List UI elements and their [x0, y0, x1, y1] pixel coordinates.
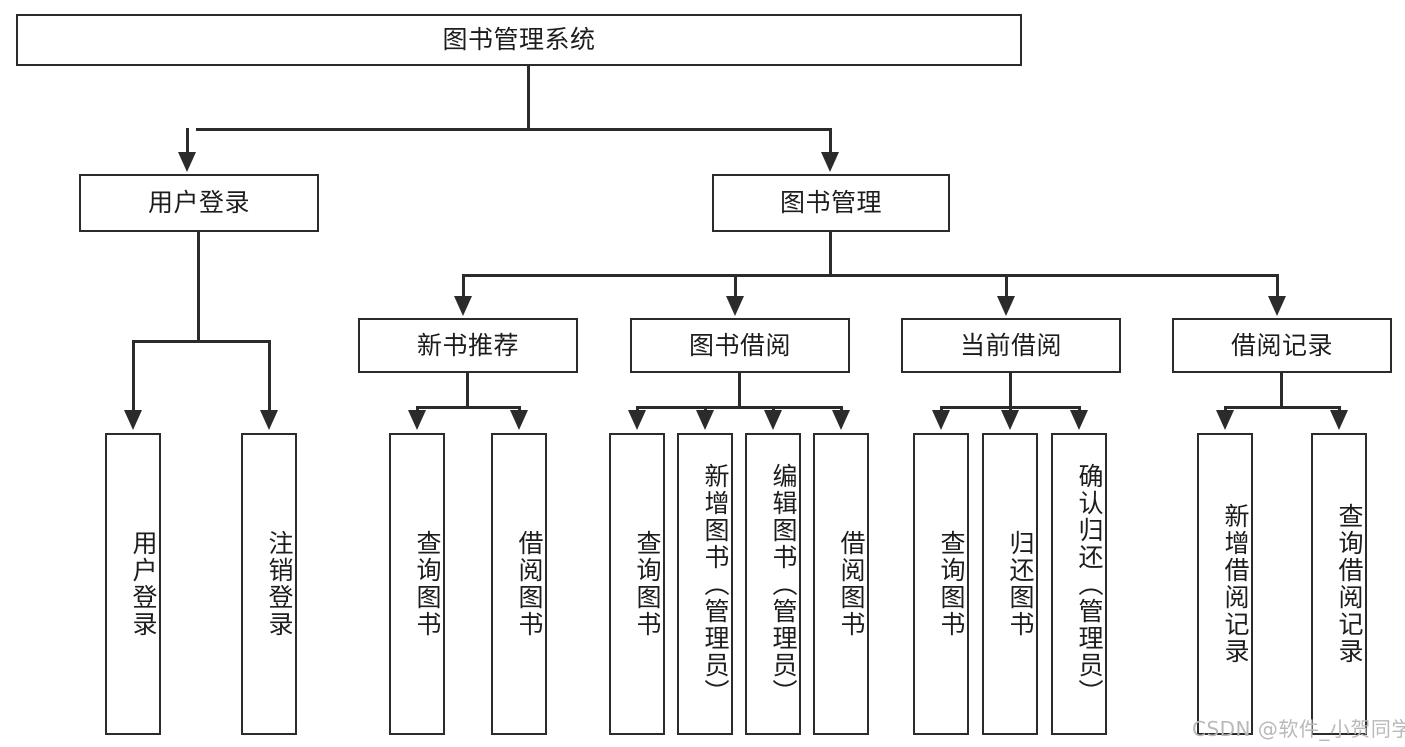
edge-user-login-to-leaf-1 — [268, 340, 271, 414]
node-root-book-management-system[interactable]: 图书管理系统 — [16, 14, 1022, 66]
edge-bm-to-book-borrow — [734, 274, 737, 300]
edge-user-login-to-leaf-0 — [132, 340, 135, 414]
node-label: 借阅图书 — [515, 530, 544, 638]
edge-user-login-stem — [197, 232, 200, 342]
node-label: 当前借阅 — [959, 330, 1062, 360]
edge-root-stem — [527, 66, 530, 130]
edge-bm-to-current-borrow — [1005, 274, 1008, 300]
arrowhead-bb-to-leaf-1 — [696, 410, 714, 430]
leaf-current-borrow-2[interactable]: 确认归还（管理员） — [1051, 433, 1107, 735]
node-label: 用户登录 — [129, 530, 158, 638]
node-label: 借阅图书 — [837, 530, 866, 638]
node-current-borrow[interactable]: 当前借阅 — [901, 318, 1121, 373]
leaf-book-borrow-3[interactable]: 借阅图书 — [813, 433, 869, 735]
edge-bb-stem — [738, 373, 741, 408]
arrowhead-bm-to-borrow-record — [1268, 296, 1286, 316]
node-new-book-recommend[interactable]: 新书推荐 — [358, 318, 578, 373]
node-label: 查询图书 — [937, 530, 966, 638]
leaf-current-borrow-0[interactable]: 查询图书 — [913, 433, 969, 735]
node-book-management[interactable]: 图书管理 — [712, 174, 950, 232]
leaf-user-login-0[interactable]: 用户登录 — [105, 433, 161, 735]
node-label: 查询图书 — [633, 530, 662, 638]
arrowhead-bm-to-current-borrow — [997, 296, 1015, 316]
edge-book-management-stem — [829, 232, 832, 276]
leaf-user-login-1[interactable]: 注销登录 — [241, 433, 297, 735]
node-label: 注销登录 — [265, 530, 294, 638]
edge-nbr-bus — [417, 406, 520, 409]
arrowhead-bb-to-leaf-3 — [832, 410, 850, 430]
node-label: 图书管理系统 — [442, 25, 596, 55]
leaf-borrow-record-0[interactable]: 新增借阅记录 — [1197, 433, 1253, 735]
edge-bm-to-borrow-record — [1276, 274, 1279, 300]
arrowhead-bb-to-leaf-0 — [628, 410, 646, 430]
leaf-book-borrow-0[interactable]: 查询图书 — [609, 433, 665, 735]
node-label: 查询图书 — [413, 530, 442, 638]
node-book-borrow[interactable]: 图书借阅 — [630, 318, 850, 373]
arrowhead-cb-to-leaf-1 — [1001, 410, 1019, 430]
arrowhead-cb-to-leaf-0 — [932, 410, 950, 430]
edge-root-to-user-login — [186, 128, 189, 156]
node-label: 确认归还（管理员） — [1075, 462, 1104, 706]
arrowhead-root-to-book-management — [821, 152, 839, 172]
node-label: 图书借阅 — [688, 330, 791, 360]
arrowhead-nbr-to-leaf-0 — [408, 410, 426, 430]
node-label: 归还图书 — [1006, 530, 1035, 638]
arrowhead-br-to-leaf-0 — [1216, 410, 1234, 430]
node-label: 图书管理 — [779, 188, 882, 218]
node-user-login[interactable]: 用户登录 — [79, 174, 319, 232]
edge-book-management-bus — [463, 274, 1279, 277]
arrowhead-bb-to-leaf-2 — [764, 410, 782, 430]
edge-bm-to-new-book-recommend — [462, 274, 465, 300]
arrowhead-br-to-leaf-1 — [1330, 410, 1348, 430]
arrowhead-user-login-to-leaf-1 — [260, 410, 278, 430]
arrowhead-user-login-to-leaf-0 — [124, 410, 142, 430]
edge-cb-stem — [1009, 373, 1012, 408]
edge-bb-bus — [637, 406, 842, 409]
arrowhead-nbr-to-leaf-1 — [510, 410, 528, 430]
edge-br-bus — [1225, 406, 1340, 409]
edge-br-stem — [1280, 373, 1283, 408]
edge-root-bus — [196, 128, 832, 131]
node-label: 编辑图书（管理员） — [769, 462, 798, 706]
leaf-borrow-record-1[interactable]: 查询借阅记录 — [1311, 433, 1367, 735]
leaf-new-book-recommend-1[interactable]: 借阅图书 — [491, 433, 547, 735]
node-label: 借阅记录 — [1230, 330, 1333, 360]
edge-nbr-stem — [466, 373, 469, 408]
csdn-watermark: CSDN @软件_小贺同学 — [1192, 717, 1405, 741]
arrowhead-cb-to-leaf-2 — [1070, 410, 1088, 430]
node-label: 用户登录 — [147, 188, 250, 218]
arrowhead-bm-to-new-book-recommend — [454, 296, 472, 316]
arrowhead-root-to-user-login — [178, 152, 196, 172]
node-label: 查询借阅记录 — [1335, 503, 1364, 665]
edge-user-login-bus — [133, 340, 270, 343]
node-label: 新增图书（管理员） — [701, 462, 730, 706]
node-borrow-record[interactable]: 借阅记录 — [1172, 318, 1392, 373]
node-label: 新书推荐 — [416, 330, 519, 360]
leaf-new-book-recommend-0[interactable]: 查询图书 — [389, 433, 445, 735]
leaf-book-borrow-2[interactable]: 编辑图书（管理员） — [745, 433, 801, 735]
node-label: 新增借阅记录 — [1221, 503, 1250, 665]
arrowhead-bm-to-book-borrow — [726, 296, 744, 316]
leaf-book-borrow-1[interactable]: 新增图书（管理员） — [677, 433, 733, 735]
edge-root-to-book-management — [829, 128, 832, 156]
leaf-current-borrow-1[interactable]: 归还图书 — [982, 433, 1038, 735]
